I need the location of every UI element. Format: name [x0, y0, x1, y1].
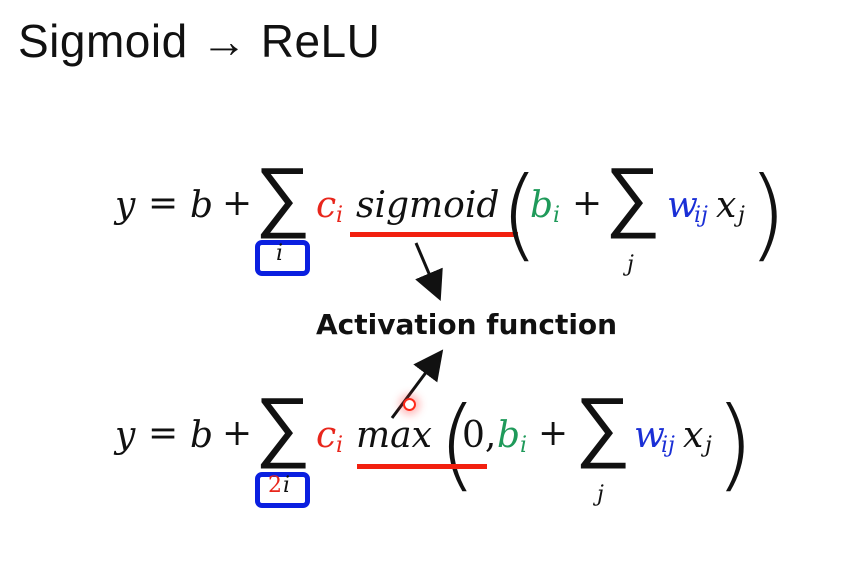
eq1-c-sub: i	[336, 203, 344, 228]
eq2-zero: 0,	[462, 415, 497, 456]
arrow-down-icon	[414, 242, 443, 302]
eq2-close-paren: )	[715, 385, 755, 502]
eq1-sum2-symbol: ∑	[605, 151, 661, 241]
eq1-c: c	[316, 185, 337, 226]
eq2-y: y	[115, 415, 136, 456]
eq1-x-sub: j	[738, 203, 745, 228]
eq2-weight-sub: ij	[661, 433, 675, 458]
eq2-c: c	[316, 415, 337, 456]
eq1-equals: =	[148, 183, 179, 224]
slide-title: Sigmoid → ReLU	[18, 15, 381, 67]
eq2-sum2-index: j	[597, 482, 604, 507]
eq1-sum2-index: j	[627, 252, 634, 277]
eq2-bias-sub: i	[520, 433, 528, 458]
eq2-plus: +	[222, 413, 253, 454]
eq2-equals: =	[148, 413, 179, 454]
eq1-sum-index: i	[276, 241, 284, 266]
eq1-func-sigmoid: sigmoid	[356, 185, 500, 226]
activation-function-label: Activation function	[316, 308, 618, 341]
eq2-bias-b: b	[497, 415, 521, 456]
eq2-sum-index-highlight-box	[255, 472, 310, 508]
eq1-weight-sub: ij	[694, 203, 708, 228]
eq2-plus2: +	[538, 413, 569, 454]
eq2-sum-symbol: ∑	[255, 381, 311, 471]
eq1-bias-b: b	[530, 185, 554, 226]
eq1-plus2: +	[572, 183, 603, 224]
eq1-close-paren: )	[748, 155, 788, 272]
sigmoid-equation: y = b + ∑ i c i sigmoid ( b i + ∑ j w ij…	[115, 151, 788, 277]
eq1-sum-symbol: ∑	[255, 151, 311, 241]
eq2-b: b	[190, 415, 214, 456]
eq2-func-max: max	[356, 415, 432, 456]
eq1-plus: +	[222, 183, 253, 224]
eq2-weight-w: w	[634, 415, 665, 456]
eq2-x-sub: j	[705, 433, 712, 458]
arrow-up-icon	[390, 349, 444, 419]
eq1-sigmoid-underline	[350, 232, 518, 237]
eq2-x: x	[683, 415, 704, 456]
eq2-sum-index-prefix: 2	[268, 473, 282, 498]
pointer-cursor-icon	[403, 398, 416, 411]
eq1-weight-w: w	[667, 185, 698, 226]
eq2-c-sub: i	[336, 433, 344, 458]
eq1-x: x	[716, 185, 737, 226]
eq1-sum-index-highlight-box	[255, 240, 310, 276]
eq2-open-paren: (	[438, 385, 478, 502]
eq1-y: y	[115, 185, 136, 226]
eq2-sum-index: i	[283, 473, 291, 498]
eq1-bias-sub: i	[553, 203, 561, 228]
eq2-max-underline	[357, 464, 487, 469]
eq2-sum2-symbol: ∑	[575, 381, 631, 471]
eq1-open-paren: (	[500, 155, 540, 272]
eq1-b: b	[190, 185, 214, 226]
